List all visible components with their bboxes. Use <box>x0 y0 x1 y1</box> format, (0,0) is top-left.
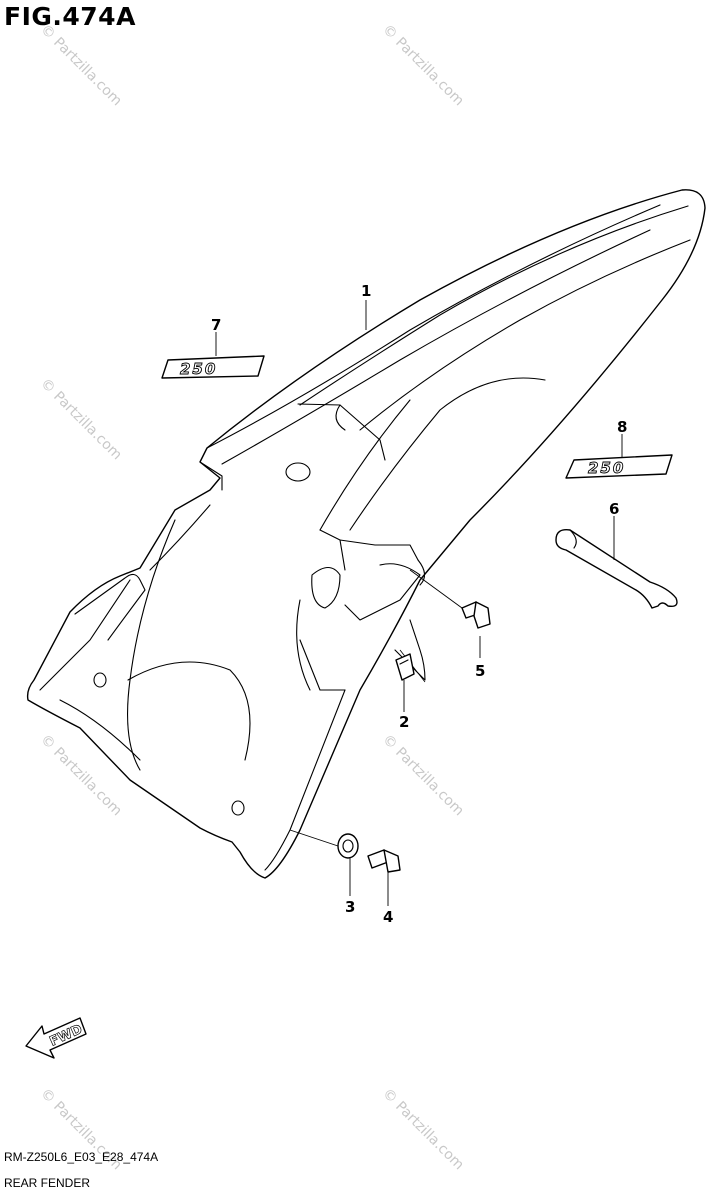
callout-7: 7 <box>211 316 221 334</box>
figure-name: REAR FENDER <box>4 1176 91 1190</box>
watermark: © Partzilla.com <box>37 22 125 110</box>
decal-text: 250 <box>180 360 217 378</box>
callout-6: 6 <box>609 500 619 518</box>
callout-1: 1 <box>361 282 371 300</box>
decal-8: 250 <box>565 454 673 479</box>
callouts: 1 2 3 4 5 6 7 8 <box>211 282 627 926</box>
callout-4: 4 <box>383 908 393 926</box>
decal-text: 250 <box>588 459 625 477</box>
bracket-6 <box>555 529 678 609</box>
figure-code: RM-Z250L6_E03_E28_474A <box>4 1150 159 1164</box>
callout-3: 3 <box>345 898 355 916</box>
washer-nut-3 <box>289 829 359 859</box>
bolt-4 <box>367 849 401 873</box>
watermark: © Partzilla.com <box>379 732 467 820</box>
watermark: © Partzilla.com <box>379 22 467 110</box>
watermark: © Partzilla.com <box>37 376 125 464</box>
decal-7: 250 <box>161 355 265 379</box>
watermark: © Partzilla.com <box>379 1086 467 1174</box>
callout-leaders <box>215 300 623 906</box>
callout-8: 8 <box>617 418 627 436</box>
callout-5: 5 <box>475 662 485 680</box>
bolt-5 <box>409 569 491 629</box>
figure-title: FIG.474A <box>4 2 136 31</box>
fwd-arrow-icon: FWD <box>25 1017 87 1059</box>
callout-2: 2 <box>399 713 409 731</box>
rear-fender <box>26 189 706 879</box>
clip-nut-2 <box>395 653 415 681</box>
